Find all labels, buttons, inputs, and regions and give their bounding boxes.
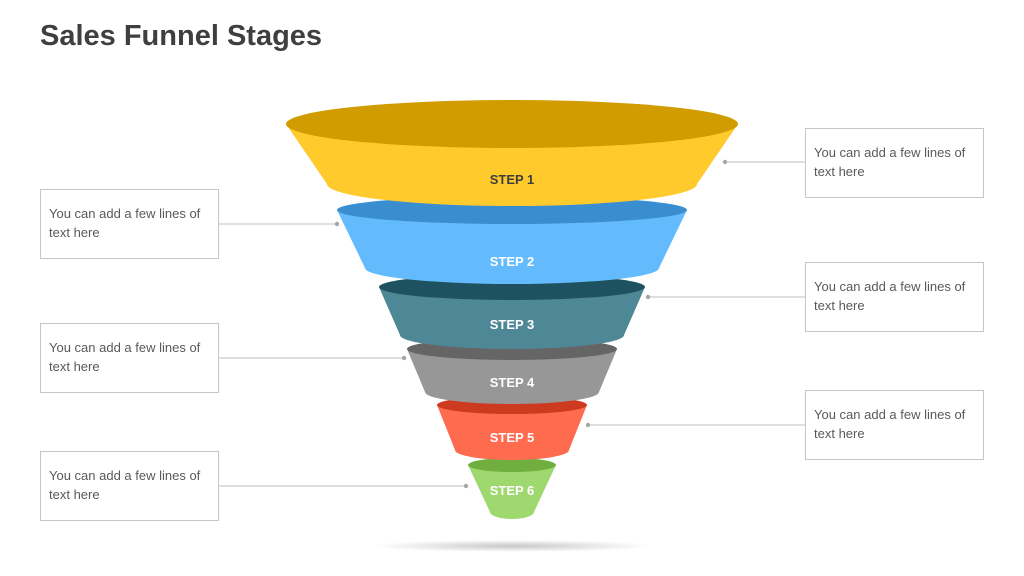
funnel-step-3-body: [379, 287, 645, 349]
callout-box-step-6: You can add a few lines of text here: [40, 451, 219, 521]
connector-dot-step-5: [585, 422, 591, 428]
funnel-step-1-label: STEP 1: [490, 172, 535, 187]
funnel-step-4-label: STEP 4: [490, 375, 535, 390]
funnel-step-5: STEP 5: [437, 396, 587, 460]
connector-dot-step-1: [722, 159, 728, 165]
funnel-step-1-top: [286, 100, 738, 148]
callout-box-step-5: You can add a few lines of text here: [805, 390, 984, 460]
funnel-step-5-label: STEP 5: [490, 430, 535, 445]
connector-dot-step-4: [401, 355, 407, 361]
connector-dot-step-2: [334, 221, 340, 227]
funnel-step-2: STEP 2: [337, 196, 687, 284]
funnel-step-6: STEP 6: [468, 458, 556, 519]
page-title: Sales Funnel Stages: [40, 20, 323, 52]
funnel-step-3: STEP 3: [379, 274, 645, 349]
funnel-step-3-label: STEP 3: [490, 317, 535, 332]
callout-box-step-3: You can add a few lines of text here: [805, 262, 984, 332]
callout-box-step-2: You can add a few lines of text here: [40, 189, 219, 259]
funnel-step-6-top: [468, 458, 556, 472]
connector-dot-step-3: [645, 294, 651, 300]
funnel-step-2-label: STEP 2: [490, 254, 535, 269]
funnel-step-5-body: [437, 405, 587, 460]
funnel-step-6-label: STEP 6: [490, 483, 535, 498]
funnel-step-4-body: [407, 349, 617, 404]
funnel-step-6-body: [468, 465, 556, 519]
connector-dot-step-6: [463, 483, 469, 489]
funnel-step-2-body: [337, 210, 687, 284]
funnel-step-1: STEP 1: [286, 100, 738, 206]
callout-box-step-1: You can add a few lines of text here: [805, 128, 984, 198]
callout-box-step-4: You can add a few lines of text here: [40, 323, 219, 393]
funnel-shadow: [372, 540, 652, 552]
